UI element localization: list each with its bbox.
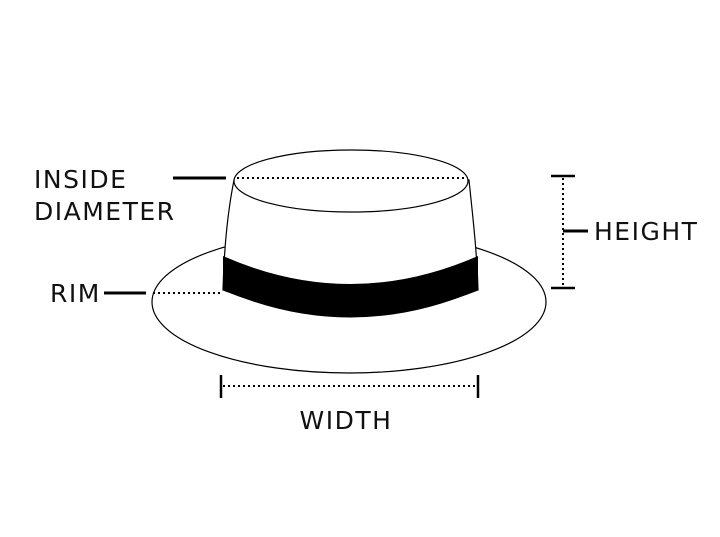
- inside-diameter-label-line2: DIAMETER: [34, 197, 176, 226]
- hat-crown-top: [233, 149, 469, 213]
- width-label: WIDTH: [300, 406, 393, 435]
- rim-label: RIM: [50, 279, 101, 308]
- hat-band: [223, 256, 478, 318]
- height-label: HEIGHT: [594, 217, 698, 246]
- inside-diameter-label-line1: INSIDE: [34, 165, 127, 194]
